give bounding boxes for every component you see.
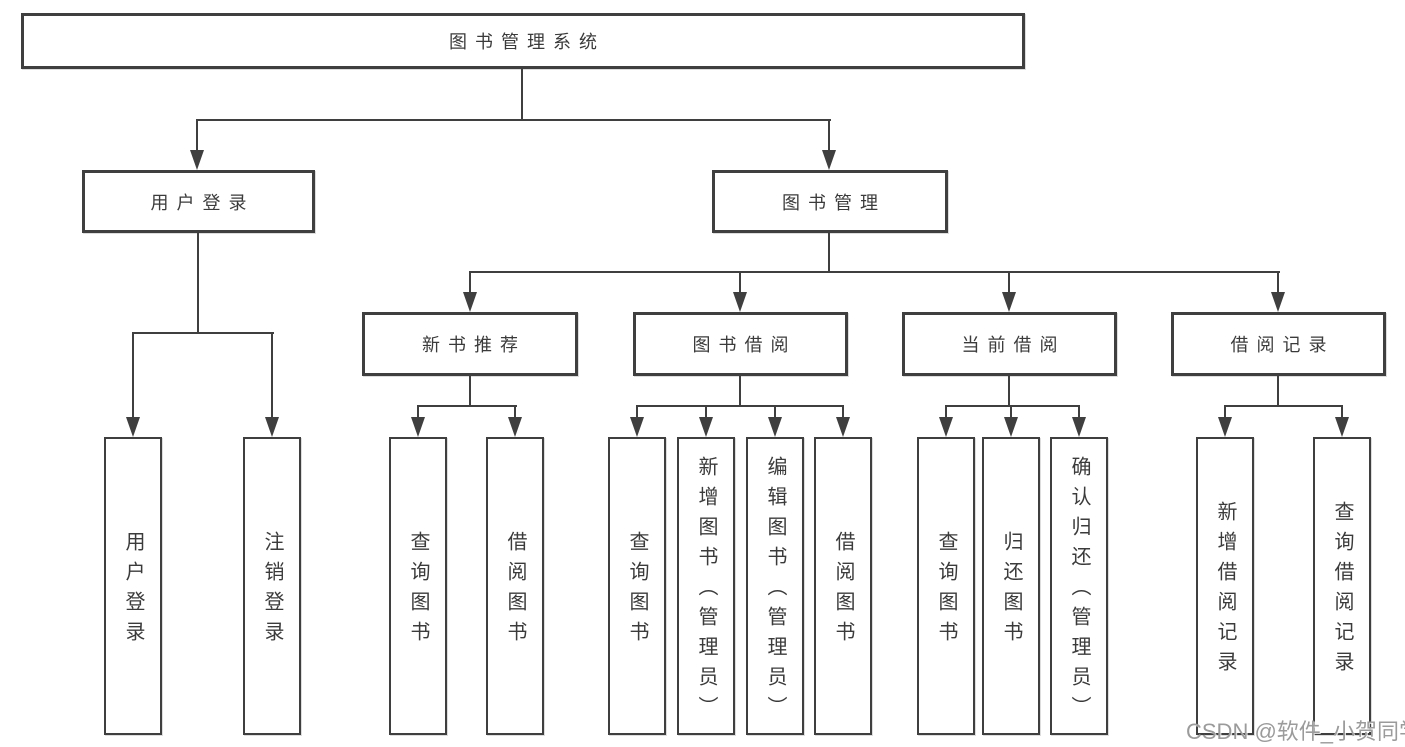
leaf-user-login: 用户登录 bbox=[104, 437, 162, 735]
arrowhead-down-icon bbox=[768, 417, 782, 437]
arrowhead-down-icon bbox=[699, 417, 713, 437]
leaf-label: 编辑图书（管理员） bbox=[764, 456, 786, 726]
connector-line bbox=[774, 405, 776, 419]
node-root-library-system: 图书管理系统 bbox=[21, 13, 1025, 69]
leaf-label: 查询图书 bbox=[626, 531, 648, 651]
leaf-query-books-recommend: 查询图书 bbox=[389, 437, 447, 735]
arrowhead-down-icon bbox=[630, 417, 644, 437]
connector-line bbox=[739, 376, 741, 407]
arrowhead-down-icon bbox=[822, 150, 836, 170]
node-label: 图书管理 bbox=[782, 192, 886, 213]
connector-line bbox=[828, 119, 830, 152]
connector-line bbox=[197, 233, 199, 334]
connector-line bbox=[945, 405, 1080, 407]
connector-line bbox=[132, 332, 134, 418]
connector-line bbox=[1224, 405, 1343, 407]
node-new-book-recommend: 新书推荐 bbox=[362, 312, 578, 376]
arrowhead-down-icon bbox=[126, 417, 140, 437]
leaf-label: 借阅图书 bbox=[504, 531, 526, 651]
arrowhead-down-icon bbox=[508, 417, 522, 437]
leaf-query-books-current: 查询图书 bbox=[917, 437, 975, 735]
connector-line bbox=[514, 405, 516, 419]
connector-line bbox=[196, 119, 198, 152]
leaf-add-borrow-record: 新增借阅记录 bbox=[1196, 437, 1254, 735]
connector-line bbox=[196, 119, 831, 121]
csdn-watermark: CSDN @软件_小贺同学 bbox=[1186, 719, 1405, 744]
node-label: 图书借阅 bbox=[692, 335, 797, 355]
leaf-borrow-books: 借阅图书 bbox=[814, 437, 872, 735]
connector-line bbox=[1224, 405, 1226, 419]
connector-line bbox=[417, 405, 517, 407]
arrowhead-down-icon bbox=[265, 417, 279, 437]
connector-line bbox=[132, 332, 274, 334]
arrowhead-down-icon bbox=[733, 292, 747, 312]
leaf-confirm-return-admin: 确认归还（管理员） bbox=[1050, 437, 1108, 735]
connector-line bbox=[1008, 271, 1010, 294]
leaf-label: 归还图书 bbox=[1000, 531, 1022, 651]
leaf-query-borrow-record: 查询借阅记录 bbox=[1313, 437, 1371, 735]
leaf-label: 借阅图书 bbox=[832, 531, 854, 651]
node-label: 当前借阅 bbox=[961, 335, 1066, 355]
leaf-query-books-borrowing: 查询图书 bbox=[608, 437, 666, 735]
node-borrowing-records: 借阅记录 bbox=[1171, 312, 1386, 376]
leaf-edit-book-admin: 编辑图书（管理员） bbox=[746, 437, 804, 735]
node-label: 新书推荐 bbox=[422, 335, 526, 355]
leaf-label: 注销登录 bbox=[261, 531, 283, 651]
arrowhead-down-icon bbox=[1004, 417, 1018, 437]
leaf-label: 查询借阅记录 bbox=[1331, 501, 1353, 681]
arrowhead-down-icon bbox=[1271, 292, 1285, 312]
arrowhead-down-icon bbox=[1072, 417, 1086, 437]
leaf-label: 新增图书（管理员） bbox=[695, 456, 717, 726]
leaf-label: 确认归还（管理员） bbox=[1068, 456, 1090, 726]
connector-line bbox=[705, 405, 707, 419]
node-label: 借阅记录 bbox=[1230, 335, 1335, 355]
leaf-logout: 注销登录 bbox=[243, 437, 301, 735]
arrowhead-down-icon bbox=[1335, 417, 1349, 437]
connector-line bbox=[636, 405, 638, 419]
connector-line bbox=[828, 233, 830, 273]
connector-line bbox=[1341, 405, 1343, 419]
leaf-return-books: 归还图书 bbox=[982, 437, 1040, 735]
connector-line bbox=[271, 332, 273, 418]
connector-line bbox=[469, 376, 471, 407]
node-label: 图书管理系统 bbox=[449, 32, 605, 52]
arrowhead-down-icon bbox=[463, 292, 477, 312]
node-book-management: 图书管理 bbox=[712, 170, 948, 233]
connector-line bbox=[739, 271, 741, 294]
connector-line bbox=[469, 271, 471, 294]
connector-line bbox=[1008, 376, 1010, 407]
arrowhead-down-icon bbox=[1002, 292, 1016, 312]
arrowhead-down-icon bbox=[190, 150, 204, 170]
arrowhead-down-icon bbox=[411, 417, 425, 437]
node-user-login: 用户登录 bbox=[82, 170, 315, 233]
node-label: 用户登录 bbox=[150, 192, 255, 213]
leaf-label: 用户登录 bbox=[122, 531, 144, 651]
leaf-borrow-books-recommend: 借阅图书 bbox=[486, 437, 544, 735]
connector-line bbox=[1277, 376, 1279, 407]
arrowhead-down-icon bbox=[1218, 417, 1232, 437]
connector-line bbox=[469, 271, 1280, 273]
leaf-label: 查询图书 bbox=[407, 531, 429, 651]
connector-line bbox=[521, 69, 523, 120]
leaf-label: 查询图书 bbox=[935, 531, 957, 651]
node-current-borrowing: 当前借阅 bbox=[902, 312, 1117, 376]
connector-line bbox=[945, 405, 947, 419]
leaf-add-book-admin: 新增图书（管理员） bbox=[677, 437, 735, 735]
connector-line bbox=[1010, 405, 1012, 419]
arrowhead-down-icon bbox=[836, 417, 850, 437]
connector-line bbox=[1078, 405, 1080, 419]
node-book-borrowing: 图书借阅 bbox=[633, 312, 848, 376]
arrowhead-down-icon bbox=[939, 417, 953, 437]
connector-line bbox=[842, 405, 844, 419]
connector-line bbox=[636, 405, 844, 407]
connector-line bbox=[1277, 271, 1279, 294]
connector-line bbox=[417, 405, 419, 419]
leaf-label: 新增借阅记录 bbox=[1214, 501, 1236, 681]
